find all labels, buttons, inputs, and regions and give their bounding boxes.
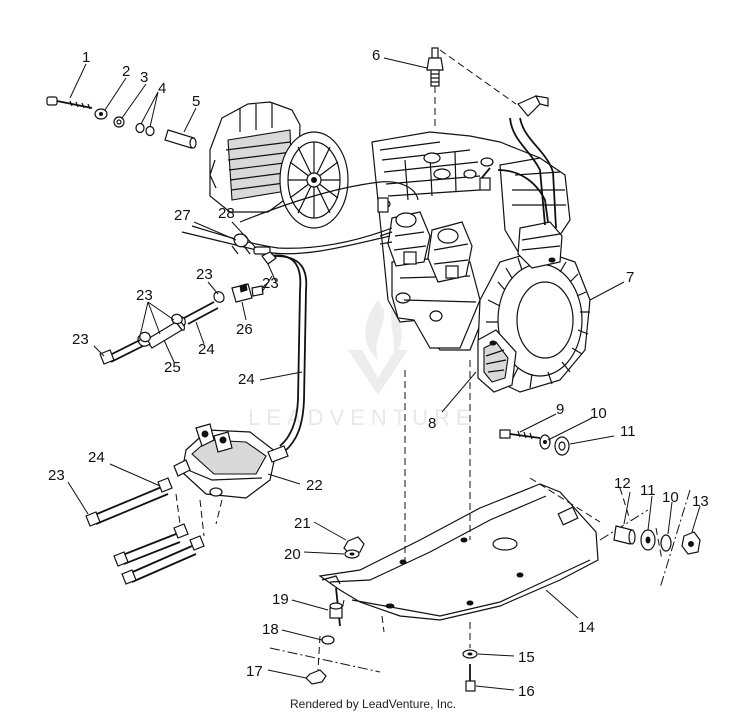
washer-15 <box>462 649 478 659</box>
callout-22: 22 <box>306 477 323 494</box>
callout-11a: 11 <box>620 423 636 440</box>
carburetors <box>379 211 473 283</box>
throttle-cables <box>181 181 419 255</box>
clutch-o-rings <box>135 122 155 137</box>
stud-19 <box>329 587 343 627</box>
callout-23a: 23 <box>196 266 213 283</box>
clutch-sleeve <box>164 129 197 149</box>
pump-hoses <box>85 477 223 585</box>
callout-23b: 23 <box>136 287 153 304</box>
callout-23d: 23 <box>262 275 279 292</box>
callout-1: 1 <box>82 49 90 66</box>
callout-17: 17 <box>246 663 263 680</box>
nut-17 <box>305 669 327 685</box>
callout-19: 19 <box>272 591 289 608</box>
spacer-12 <box>613 525 636 545</box>
washer-18 <box>321 635 335 645</box>
leader-lines <box>67 57 701 691</box>
callout-6: 6 <box>372 47 380 64</box>
callout-20: 20 <box>284 546 301 563</box>
callout-24c: 24 <box>88 449 105 466</box>
callout-10a: 10 <box>590 405 607 422</box>
callout-3: 3 <box>140 69 148 86</box>
callout-9: 9 <box>556 401 564 418</box>
fuel-line-assembly <box>99 251 308 453</box>
footer-credit: Rendered by LeadVenture, Inc. <box>290 697 456 711</box>
clutch-bolt <box>46 96 93 110</box>
mount-washer-10 <box>539 434 551 450</box>
callout-23c: 23 <box>72 331 89 348</box>
washer-10 <box>660 534 672 552</box>
callout-23e: 23 <box>48 467 65 484</box>
callout-24a: 24 <box>198 341 215 358</box>
watermark: LEADVENTURE <box>248 300 477 430</box>
bushing-11 <box>640 529 656 551</box>
clutch-washer <box>94 108 108 120</box>
recoil-starter <box>477 249 591 393</box>
callout-24b: 24 <box>238 371 255 388</box>
callout-26: 26 <box>236 321 253 338</box>
callout-25: 25 <box>164 359 181 376</box>
callout-14: 14 <box>578 619 595 636</box>
callout-21: 21 <box>294 515 311 532</box>
callout-15: 15 <box>518 649 535 666</box>
nut-21 <box>343 536 365 555</box>
nut-13 <box>681 531 701 555</box>
ignition-coil <box>517 221 563 269</box>
spark-plug <box>426 47 517 130</box>
pump-assembly <box>173 423 289 499</box>
drive-clutch <box>209 101 349 229</box>
washer-20 <box>344 549 360 559</box>
callout-28: 28 <box>218 205 235 222</box>
callout-8: 8 <box>428 415 436 432</box>
callout-labels: 1 2 3 4 5 6 7 8 9 10 11 12 11 10 13 14 1… <box>48 47 709 700</box>
callout-11b: 11 <box>640 482 656 499</box>
bolt-16 <box>465 664 476 692</box>
callout-2: 2 <box>122 63 130 80</box>
callout-7: 7 <box>626 269 634 286</box>
callout-5: 5 <box>192 93 200 110</box>
spark-plug-wires <box>479 95 557 229</box>
mount-spacer-11 <box>554 436 570 456</box>
callout-16: 16 <box>518 683 535 700</box>
watermark-text: LEADVENTURE <box>248 405 477 430</box>
callout-4: 4 <box>158 80 166 97</box>
callout-27: 27 <box>174 207 191 224</box>
callout-13: 13 <box>692 493 709 510</box>
callout-10b: 10 <box>662 489 679 506</box>
mount-bolt-9 <box>499 429 541 440</box>
callout-18: 18 <box>262 621 279 638</box>
callout-12: 12 <box>614 475 631 492</box>
skid-plate <box>318 483 599 621</box>
clutch-spacer <box>113 116 125 128</box>
